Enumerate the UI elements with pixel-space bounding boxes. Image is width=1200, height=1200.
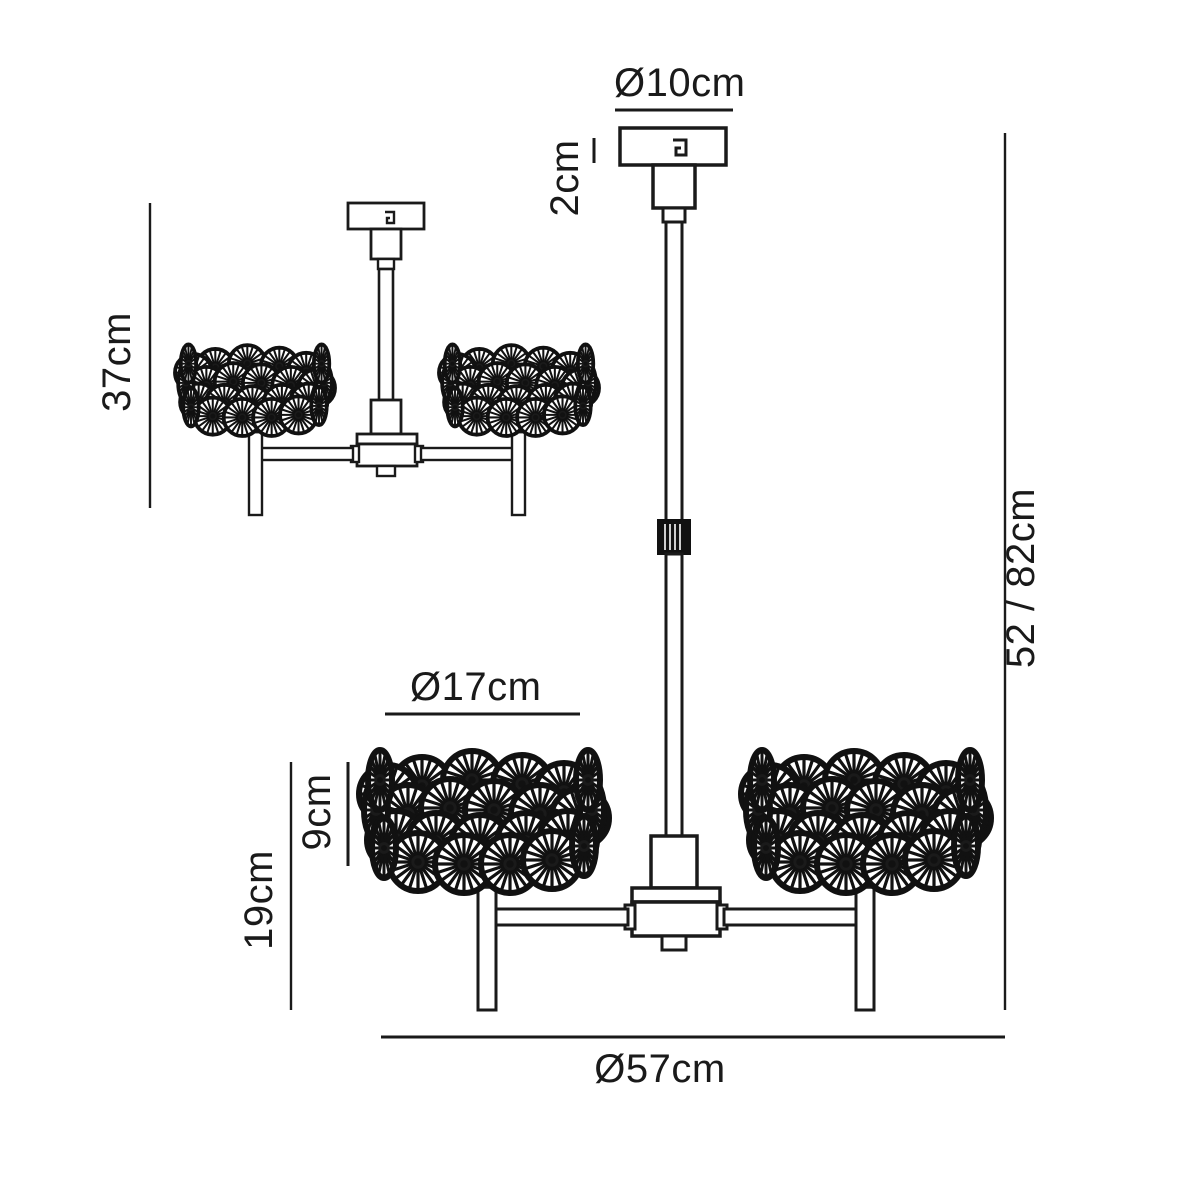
label-total-height: 52 / 82cm xyxy=(999,488,1043,668)
label-compact-height: 37cm xyxy=(95,312,139,412)
central-hub xyxy=(630,834,722,952)
compact-keyhole-slot xyxy=(385,210,396,225)
compact-canopy-body xyxy=(369,227,403,271)
suspension-stem-upper xyxy=(664,220,684,524)
keyhole-slot xyxy=(673,138,688,157)
compact-central-hub xyxy=(355,398,419,478)
extended-fixture-view xyxy=(359,126,991,1012)
ceiling-plate xyxy=(618,126,728,167)
label-shade-diameter: Ø17cm xyxy=(410,665,541,709)
compact-left-shade xyxy=(175,344,335,436)
knurled-stem-adjuster xyxy=(657,519,691,555)
compact-ceiling-plate xyxy=(346,201,426,231)
compact-right-shade xyxy=(439,344,599,436)
canopy-body xyxy=(651,163,697,224)
left-floral-disc-shade xyxy=(359,750,609,893)
compact-fixture-view xyxy=(175,201,599,517)
compact-stem xyxy=(377,267,395,402)
label-canopy-diameter: Ø10cm xyxy=(614,61,745,105)
label-lamp-drop: 19cm xyxy=(237,850,281,950)
dimension-lines xyxy=(148,108,1007,1039)
suspension-stem-lower xyxy=(664,552,684,838)
label-canopy-height: 2cm xyxy=(543,139,587,216)
label-shade-height: 9cm xyxy=(295,773,339,850)
right-floral-disc-shade xyxy=(741,750,991,893)
label-fixture-diameter: Ø57cm xyxy=(594,1047,725,1091)
